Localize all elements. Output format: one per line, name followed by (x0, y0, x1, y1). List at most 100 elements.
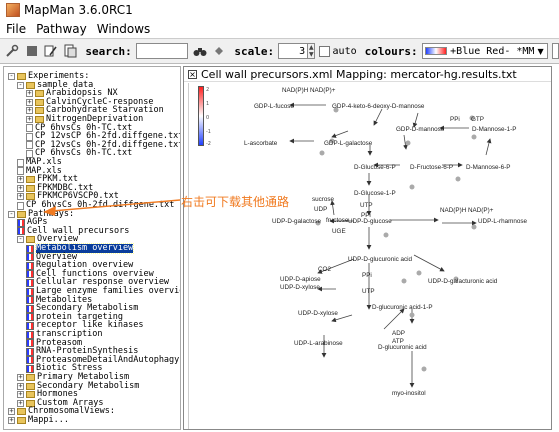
expand-icon[interactable]: + (17, 373, 24, 381)
tree-item[interactable]: Overview (26, 252, 77, 262)
menu-windows[interactable]: Windows (96, 22, 151, 36)
tree-item[interactable]: Metabolism overview (26, 243, 135, 254)
tree-item[interactable]: + FPKMDBC.txt (17, 182, 94, 193)
overflow-field[interactable] (551, 43, 559, 59)
expand-icon[interactable]: + (17, 192, 24, 201)
tree-item[interactable]: +NitrogenDeprivation (26, 115, 143, 124)
collapse-icon[interactable]: - (8, 72, 15, 80)
tree-item[interactable]: +Custom Arrays (17, 398, 104, 408)
tree-item-label: ChromosomalViews: (28, 406, 115, 417)
binoculars-icon (193, 48, 207, 56)
tree-item[interactable]: +Secondary Metabolism (17, 381, 139, 391)
tree-item[interactable]: +Arabidopsis NX (26, 89, 118, 98)
tree-item-label: Regulation overview (36, 260, 134, 271)
tools-icon (6, 44, 19, 57)
colours-select[interactable]: +Blue Red- *MM ▼ (421, 43, 548, 59)
expand-icon[interactable]: + (26, 89, 33, 98)
spin-up-icon[interactable]: ▲ (309, 44, 314, 51)
find-button[interactable] (193, 43, 207, 59)
edit-button[interactable] (44, 43, 58, 59)
spin-down-icon[interactable]: ▼ (309, 51, 314, 58)
expand-icon[interactable]: + (17, 398, 24, 407)
pane-title: Cell wall precursors.xml Mapping: mercat… (201, 67, 517, 81)
tree-item[interactable]: +FPKMCP6VSCP0.txt (17, 192, 119, 201)
tree-item[interactable]: RNA-ProteinSynthesis (26, 347, 138, 356)
tree-item[interactable]: +Carbohydrate Starvation (26, 106, 164, 115)
expand-icon[interactable]: + (8, 416, 15, 424)
metabolite-label: UDP-L-rhamnose (478, 218, 527, 225)
gene-markers (315, 107, 477, 372)
tree-item-label: Metabolism overview (34, 243, 135, 254)
data-button[interactable] (63, 43, 77, 59)
tree-item[interactable]: Cell functions overview (26, 269, 154, 279)
tree-item[interactable]: CP 6hvsCs 0h-TC.txt (26, 123, 132, 133)
tree-item[interactable]: +CalvinCycleC-response (26, 97, 153, 107)
tree-item[interactable]: CP 6hvsCs 0h-2fd.diffgene.txt (17, 201, 174, 210)
tree-item[interactable]: -Overview (17, 235, 78, 244)
tree-item[interactable]: CP 12vsCs 0h-2fd.diffgene.txt (26, 140, 180, 150)
metabolite-label: GDP-D-mannose (396, 126, 445, 133)
expand-icon[interactable]: + (17, 381, 24, 390)
tree-item[interactable]: + ChromosomalViews: (8, 407, 115, 416)
scale-input[interactable] (278, 43, 309, 59)
tree-item[interactable]: Metabolites (26, 295, 92, 305)
close-pane-icon[interactable]: × (188, 69, 197, 79)
tree-item-label: CP 6hvsCs 0h-2fd.diffgene.txt (26, 200, 175, 210)
tree-item[interactable]: Secondary Metabolism (26, 304, 138, 313)
map-icon (26, 304, 34, 313)
window-titlebar: MapMan 3.6.0RC1 (0, 0, 559, 20)
find-next-button[interactable] (212, 43, 226, 59)
tree-item[interactable]: Proteasom (26, 338, 82, 348)
expand-icon[interactable]: + (26, 97, 33, 106)
tree-item-label: Cell wall precursors (27, 225, 130, 236)
tree-item[interactable]: receptor like kinases (26, 321, 143, 330)
expand-icon[interactable]: + (17, 183, 24, 192)
pathway-diagram[interactable]: NAD(P)H NAD(P)+ GDP-L-fucose GDP-4-keto-… (214, 83, 550, 429)
tree-item[interactable]: +Hormones (17, 390, 78, 399)
tree-item[interactable]: protein targeting (26, 311, 123, 322)
search-input[interactable] (135, 43, 188, 59)
tree-item[interactable]: transcription (26, 330, 103, 339)
expand-icon[interactable]: + (26, 115, 33, 123)
tools-button[interactable] (5, 43, 19, 59)
expand-icon[interactable]: + (8, 407, 15, 416)
tree-item[interactable]: ProteasomeDetailAndAutophagy (26, 355, 179, 365)
menu-file[interactable]: File (6, 22, 27, 36)
tree-item[interactable]: Large enzyme families overview (26, 287, 180, 296)
expand-icon[interactable]: + (17, 175, 24, 184)
tree-item[interactable]: CP 6hvsCs 0h-TC.txt (26, 149, 132, 158)
collapse-icon[interactable]: - (8, 209, 15, 218)
tree-item[interactable]: AGPs (17, 218, 47, 227)
scale-spinner[interactable]: ▲▼ (308, 43, 316, 59)
metabolite-label: ATP (392, 338, 404, 345)
tree-item[interactable]: MAP.xls (17, 158, 62, 167)
metabolite-label: NAD(P)+ (310, 87, 336, 94)
tree-item[interactable]: -Experiments: (8, 72, 89, 81)
tree-item[interactable]: MAP.xls (17, 165, 62, 176)
tree-item[interactable]: +Primary Metabolism (17, 373, 129, 382)
expand-icon[interactable]: + (26, 106, 33, 115)
tree-item[interactable]: Cellular response overview (26, 278, 169, 287)
metabolite-label: sucrose (312, 196, 335, 203)
doc-icon (26, 124, 33, 133)
tree-item-label: FPKMDBC.txt (37, 182, 94, 193)
edit-document-icon (44, 45, 57, 57)
experiments-tree: -Experiments:-sample data+Arabidopsis NX… (3, 66, 181, 430)
tree-item[interactable]: Biotic Stress (26, 364, 103, 373)
tree-item[interactable]: Cell wall precursors (17, 225, 130, 236)
stop-button[interactable] (24, 43, 38, 59)
tree-item-label: MAP.xls (26, 165, 62, 176)
tree-item[interactable]: Regulation overview (26, 261, 133, 270)
tree-item[interactable]: -sample data (17, 80, 93, 90)
tree-item[interactable]: CP 12vsCP 6h-2fd.diffgene.txt (26, 132, 180, 141)
tree-item[interactable]: +FPKM.txt (17, 175, 78, 184)
chevron-down-icon[interactable]: ▼ (537, 46, 544, 56)
metabolite-label: L-ascorbate (244, 140, 278, 147)
collapse-icon[interactable]: - (17, 80, 24, 89)
expand-icon[interactable]: + (17, 390, 24, 399)
auto-checkbox[interactable] (319, 45, 330, 57)
collapse-icon[interactable]: - (17, 235, 24, 244)
tree-item[interactable]: +Mappi... (8, 416, 69, 425)
tree-item-label: protein targeting (36, 311, 123, 322)
menu-pathway[interactable]: Pathway (36, 22, 87, 36)
